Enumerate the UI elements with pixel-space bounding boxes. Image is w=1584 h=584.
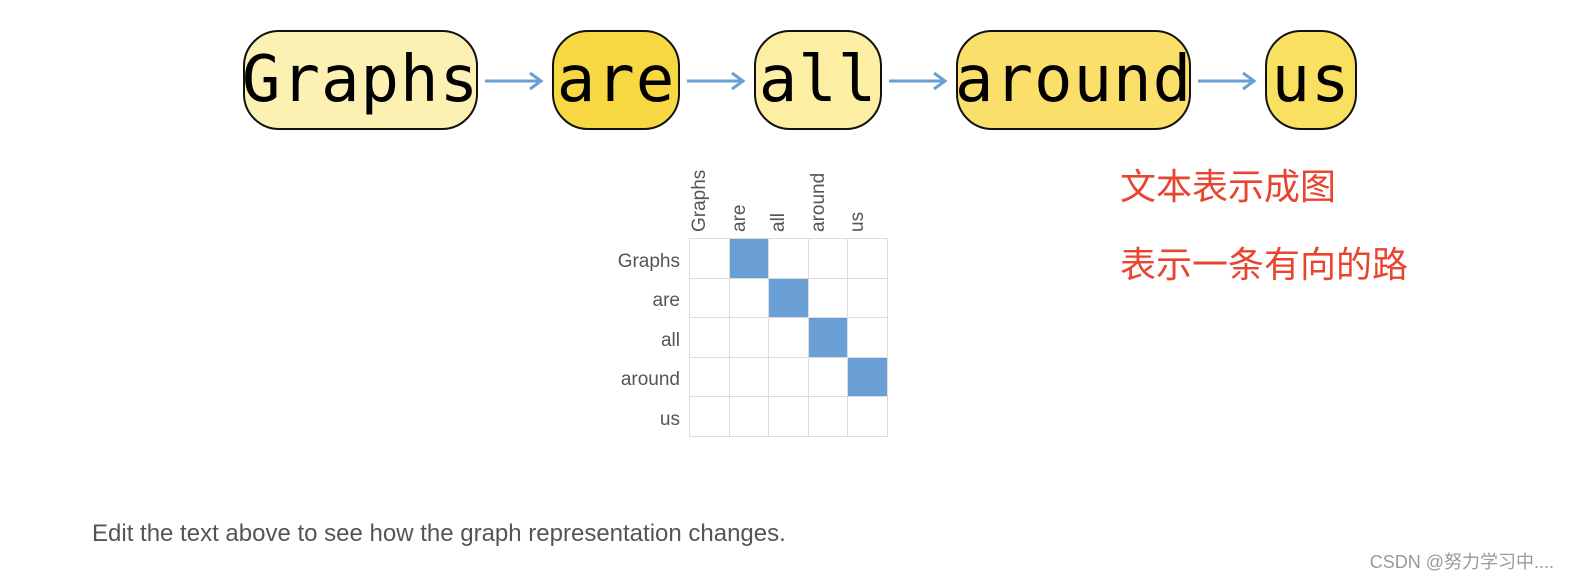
matrix-col-label: us (847, 211, 868, 232)
matrix-cell (807, 277, 849, 319)
matrix-cell-edge (847, 356, 889, 398)
matrix-cell (689, 356, 730, 398)
matrix-cell (728, 317, 770, 359)
matrix-row-label: are (652, 290, 680, 311)
caption: Edit the text above to see how the graph… (92, 520, 786, 547)
matrix-cell (847, 396, 889, 438)
matrix-cell (689, 396, 730, 438)
token-us[interactable]: us (1265, 30, 1357, 130)
arrow-right-icon (889, 71, 948, 91)
arrow-right-icon (485, 71, 544, 91)
matrix-row-label: around (620, 369, 680, 390)
matrix-cell-edge (807, 317, 849, 359)
token-chain: Graphs are all around us (0, 0, 1584, 140)
matrix-row-label: us (659, 409, 680, 430)
matrix-cell (768, 396, 810, 438)
matrix-cell (768, 317, 810, 359)
matrix-cell (689, 317, 730, 359)
matrix-col-label: around (808, 172, 829, 232)
matrix-cell (728, 396, 770, 438)
matrix-cell (689, 277, 730, 319)
annotation-directed-path: 表示一条有向的路 (1120, 245, 1409, 286)
matrix-cell (847, 277, 889, 319)
matrix-col-label: are (729, 204, 750, 232)
matrix-cell (807, 356, 849, 398)
adjacency-matrix (689, 238, 889, 438)
token-graphs[interactable]: Graphs (242, 30, 478, 130)
token-are[interactable]: are (552, 30, 680, 130)
matrix-cell (768, 356, 810, 398)
matrix-cell (689, 238, 730, 279)
arrow-right-icon (687, 71, 746, 91)
matrix-cell (807, 396, 849, 438)
matrix-cell (847, 238, 889, 279)
matrix-cell (728, 277, 770, 319)
matrix-cell (768, 238, 810, 279)
watermark: CSDN @努力学习中.... (1369, 552, 1554, 572)
arrow-right-icon (1198, 71, 1257, 91)
token-around[interactable]: around (955, 30, 1191, 130)
matrix-row-label: all (660, 330, 680, 351)
matrix-col-label: Graphs (689, 169, 710, 232)
matrix-row-label: Graphs (617, 251, 680, 272)
matrix-cell (847, 317, 889, 359)
matrix-col-label: all (768, 212, 789, 232)
matrix-cell (807, 238, 849, 279)
matrix-cell-edge (728, 238, 770, 279)
annotation-text-to-graph: 文本表示成图 (1120, 167, 1337, 208)
token-all[interactable]: all (754, 30, 882, 130)
matrix-cell (728, 356, 770, 398)
matrix-cell-edge (768, 277, 810, 319)
